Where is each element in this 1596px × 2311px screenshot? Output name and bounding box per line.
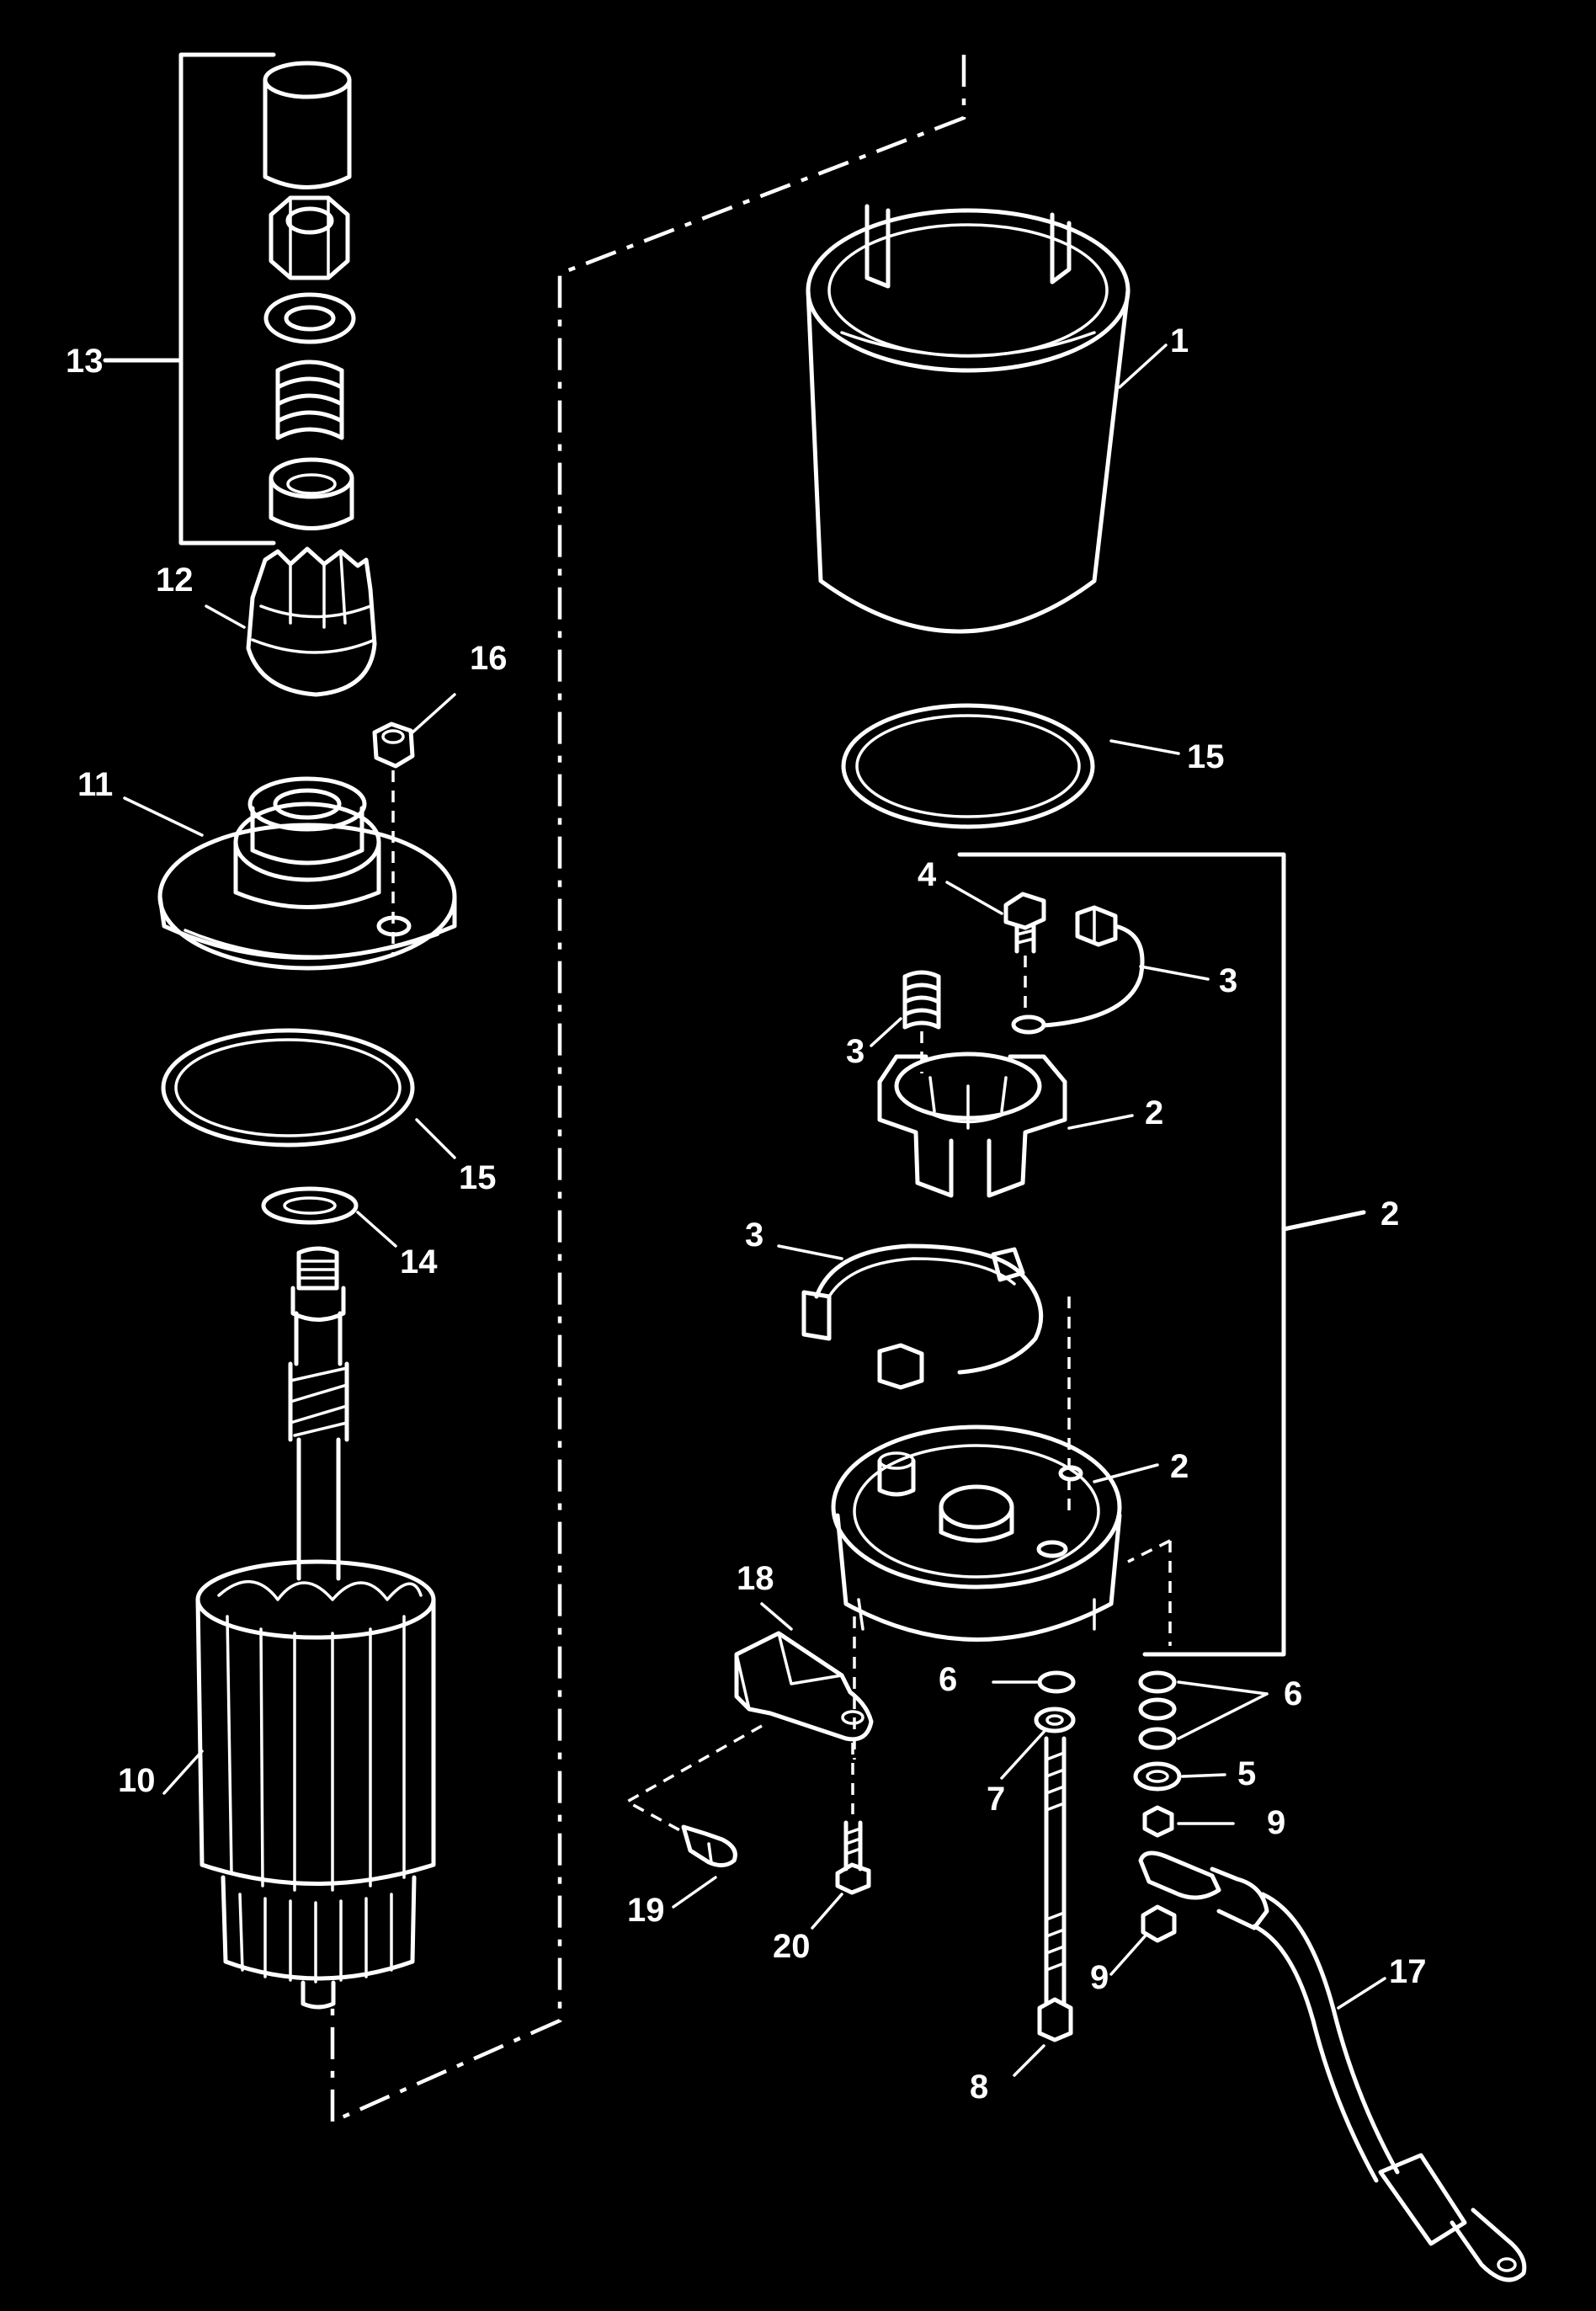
label-1: 1 xyxy=(1170,322,1189,359)
label-15-left: 15 xyxy=(459,1159,497,1196)
part-1-field-frame xyxy=(806,204,1130,634)
part-2-brush-plate xyxy=(877,1052,1067,1198)
part-13-sleeve xyxy=(269,457,354,530)
part-6-washers xyxy=(1037,1670,1177,1750)
assembly-boundary-dashed-line xyxy=(330,55,966,2125)
leader-lines xyxy=(123,343,1386,2077)
label-17: 17 xyxy=(1389,1953,1427,1990)
label-3-upper: 3 xyxy=(1219,962,1237,999)
part-18-mounting-bracket xyxy=(624,1631,874,1835)
label-10: 10 xyxy=(118,1762,156,1799)
part-13-spring xyxy=(275,359,344,440)
part-20-screw xyxy=(835,1820,871,1895)
part-13-pinion-kit xyxy=(103,52,356,546)
label-16: 16 xyxy=(470,640,508,677)
label-18: 18 xyxy=(737,1560,774,1597)
part-9-nuts xyxy=(1141,1805,1177,1943)
part-3-brush-upper xyxy=(1011,905,1145,1035)
label-9-lower: 9 xyxy=(1090,1959,1109,1996)
label-3-spring: 3 xyxy=(846,1033,864,1070)
part-19-screw xyxy=(681,1824,737,1867)
label-2-bracket: 2 xyxy=(1381,1195,1399,1233)
part-8-through-bolt xyxy=(1037,1736,1073,2042)
label-20: 20 xyxy=(773,1928,811,1965)
label-19: 19 xyxy=(627,1892,665,1929)
part-15-oring-right xyxy=(841,703,1095,829)
label-2-endcap: 2 xyxy=(1170,1448,1189,1485)
part-2-brush-holder-bracket xyxy=(957,852,1366,1657)
label-3-loop: 3 xyxy=(745,1217,763,1254)
part-13-locknut xyxy=(269,195,350,280)
label-12: 12 xyxy=(156,562,194,599)
part-17-cable xyxy=(1138,1850,1527,2282)
label-5: 5 xyxy=(1237,1755,1256,1792)
part-10-armature xyxy=(195,1246,436,2010)
label-9-upper: 9 xyxy=(1267,1804,1285,1841)
label-8: 8 xyxy=(970,2069,988,2106)
part-16-nut xyxy=(372,722,415,956)
part-7-insulator-washer xyxy=(1034,1707,1076,1733)
part-4-screw xyxy=(1003,892,1046,1010)
part-11-drive-end-cap xyxy=(157,776,457,971)
label-6-right: 6 xyxy=(1284,1675,1302,1712)
part-13-stop-cap xyxy=(263,61,352,189)
part-14-thrust-washer xyxy=(261,1186,359,1225)
part-13-washer xyxy=(263,292,356,344)
label-4: 4 xyxy=(918,856,937,893)
label-6-left: 6 xyxy=(939,1661,957,1698)
label-13: 13 xyxy=(66,343,104,380)
part-15-oring-left xyxy=(161,1028,415,1148)
part-3-brush-spring xyxy=(902,970,941,1073)
label-7: 7 xyxy=(987,1781,1005,1818)
part-5-insulator xyxy=(1133,1761,1182,1792)
label-15-right: 15 xyxy=(1187,738,1225,775)
part-12-drive-gear xyxy=(246,546,377,697)
label-11: 11 xyxy=(77,766,113,803)
part-labels: 1 15 4 3 3 2 2 3 2 18 6 6 5 7 9 19 20 9 … xyxy=(66,322,1427,2106)
part-2-commutator-end-cap xyxy=(831,1424,1172,1760)
label-2-plate: 2 xyxy=(1145,1094,1163,1132)
label-14: 14 xyxy=(400,1243,438,1281)
